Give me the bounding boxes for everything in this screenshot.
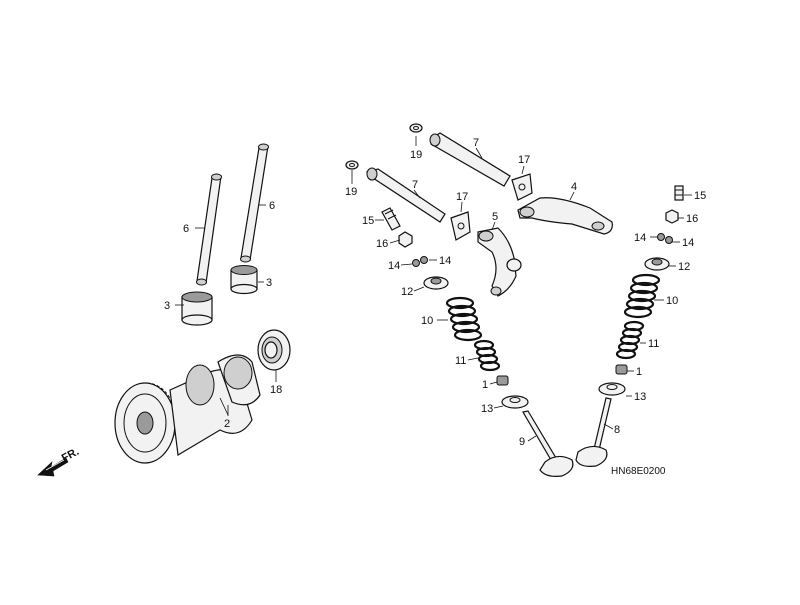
rocker-arm-intake [477,227,522,297]
callout-12-right: 12 [678,261,690,273]
callout-15-left: 15 [362,215,374,227]
callout-14-left-b: 14 [439,255,451,267]
rocker-shaft-front [365,167,446,223]
inner-spring-left [473,339,501,372]
callout-7-lower: 7 [412,179,418,191]
callout-16-left: 16 [376,238,388,250]
rocker-shaft-rear [429,132,511,187]
leader-lines [175,136,692,442]
adjust-screw-right [674,185,684,201]
callout-1-right: 1 [636,366,642,378]
rocker-arm-exhaust [517,197,613,235]
callout-17-upper: 17 [518,154,530,166]
lock-nut-left [398,231,413,248]
callout-4: 4 [571,181,577,193]
callout-14-left-a: 14 [388,260,400,272]
callout-19-left: 19 [345,186,357,198]
push-rod-left [196,173,222,286]
stem-seal-right [615,364,628,375]
spring-seat-left [501,395,529,409]
bearing [257,329,291,371]
callout-10-left: 10 [421,315,433,327]
callout-13-left: 13 [481,403,493,415]
callout-labels: 6 6 3 3 2 18 19 19 7 7 17 17 4 5 15 16 1… [164,137,706,448]
push-rod-right [240,143,269,263]
plate-left [450,211,471,241]
callout-8: 8 [614,424,620,436]
washer-left [345,160,359,170]
stem-seal-left [496,375,509,386]
spring-seat-right [598,382,626,396]
cotter-nuts-left [412,256,428,267]
callout-12-left: 12 [401,286,413,298]
front-direction-indicator: FR. [37,446,81,477]
callout-7-upper: 7 [473,137,479,149]
callout-6-left: 6 [183,223,189,235]
callout-11-left: 11 [455,355,466,367]
adjust-screw-left [381,207,401,231]
callout-3-left: 3 [164,300,170,312]
callout-18: 18 [270,384,282,396]
outer-spring-left [445,296,483,342]
camshaft-gear [114,354,261,464]
callout-1-left: 1 [482,379,488,391]
front-arrow-icon [37,457,69,477]
callout-17-lower: 17 [456,191,468,203]
intake-valve [522,410,574,477]
callout-11-right: 11 [648,338,659,350]
washer-upper [409,123,423,133]
callout-9: 9 [519,436,525,448]
plate-right [511,173,533,201]
callout-13-right: 13 [634,391,646,403]
callout-2: 2 [224,418,230,430]
callout-16-right: 16 [686,213,698,225]
callout-19-upper: 19 [410,149,422,161]
lock-nut-right [665,209,679,224]
callout-10-right: 10 [666,295,678,307]
exhaust-valve [575,397,612,467]
inner-spring-right [615,320,645,360]
lifter-upper [230,265,258,295]
callout-14-right-b: 14 [682,237,694,249]
cotter-nuts-right [657,233,673,244]
outer-spring-right [623,273,661,319]
callout-6-right: 6 [269,200,275,212]
callout-5: 5 [492,211,498,223]
retainer-right [644,257,670,271]
callout-14-right-a: 14 [634,232,646,244]
lifter-lower [181,291,213,326]
diagram-code: HN68E0200 [611,466,666,477]
callout-15-right: 15 [694,190,706,202]
retainer-left [423,276,449,290]
callout-3-right: 3 [266,277,272,289]
direction-label: FR. [60,446,81,465]
